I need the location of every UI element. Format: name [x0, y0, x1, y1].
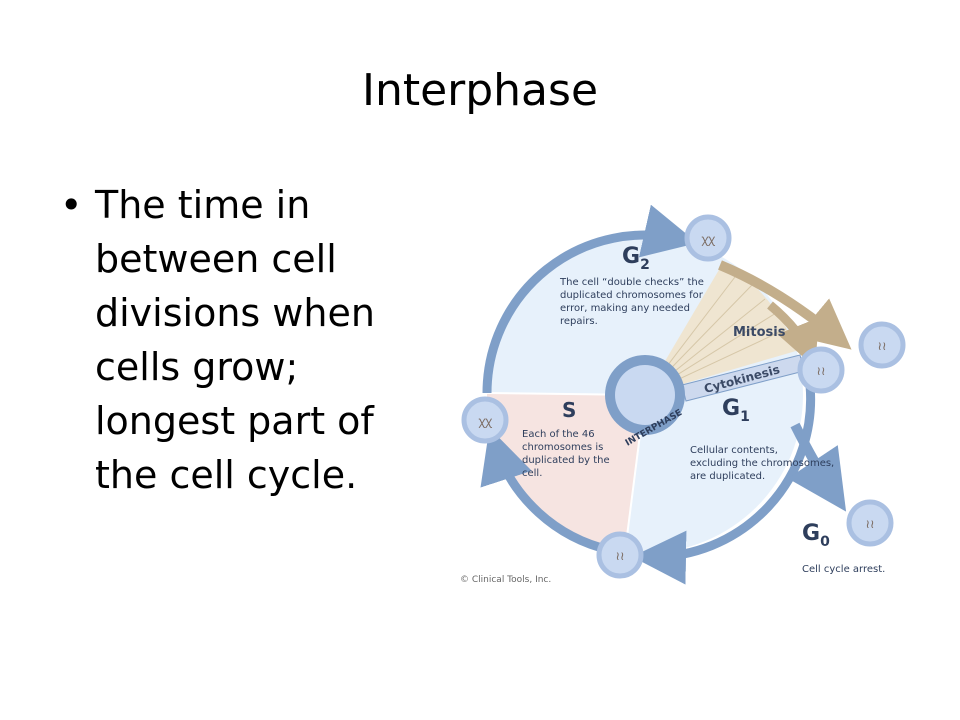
- cell-mitosis-lower: ≀≀: [797, 346, 845, 394]
- cycle-arrow-bottom: [480, 427, 612, 555]
- center-nucleus: [615, 365, 675, 425]
- g2-description: The cell “double checks” the duplicated …: [559, 277, 707, 327]
- cycle-arrow-right: [632, 384, 816, 585]
- cycle-arrow-top: [482, 204, 698, 394]
- svg-text:≀≀: ≀≀: [817, 364, 826, 378]
- g0-arrow: [787, 422, 847, 512]
- svg-text:ꭓꭓ: ꭓꭓ: [478, 414, 493, 428]
- svg-text:≀≀: ≀≀: [866, 517, 875, 531]
- svg-text:ꭓꭓ: ꭓꭓ: [701, 232, 716, 246]
- cell-mitosis-upper: ≀≀: [858, 321, 906, 369]
- svg-text:≀≀: ≀≀: [878, 339, 887, 353]
- s-description: Each of the 46 chromosomes is duplicated…: [522, 429, 613, 479]
- mitosis-arrow-lower: [767, 301, 820, 368]
- g2-label: G2: [622, 244, 650, 273]
- g1-label: G1: [722, 396, 750, 425]
- bullet-dot: •: [60, 183, 83, 227]
- g1-description: Cellular contents, excluding the chromos…: [690, 445, 837, 482]
- cell-bottom: ≀≀: [596, 531, 644, 579]
- cell-top: ꭓꭓ: [684, 214, 732, 262]
- copyright-text: © Clinical Tools, Inc.: [460, 575, 551, 585]
- cell-cycle-diagram: Cytokinesis INTERPHASE ꭓꭓ ꭓꭓ ≀≀ ≀≀: [450, 204, 920, 595]
- bullet-text: The time in between cell divisions when …: [95, 183, 375, 497]
- mitosis-arrow-upper: [718, 260, 852, 350]
- cell-g0: ≀≀: [846, 499, 894, 547]
- g0-description: Cell cycle arrest.: [802, 564, 885, 575]
- slide-title: Interphase: [361, 65, 599, 116]
- mitosis-wedge: [645, 263, 796, 395]
- s-label: S: [562, 398, 576, 422]
- cell-left: ꭓꭓ: [461, 396, 509, 444]
- svg-text:≀≀: ≀≀: [616, 549, 625, 563]
- mitosis-label: Mitosis: [733, 325, 786, 340]
- g0-label: G0: [802, 521, 830, 550]
